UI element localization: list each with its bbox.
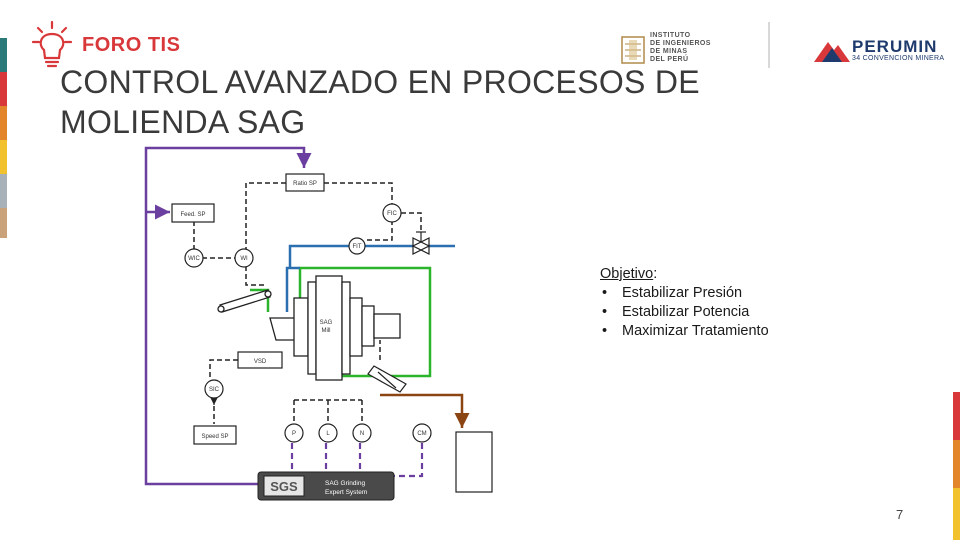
speed-sp-box — [193, 425, 237, 445]
wic-instrument — [184, 248, 204, 268]
objectives-heading-row: Objetivo: — [600, 266, 658, 282]
iim-crest-icon — [621, 36, 645, 64]
n-label: N — [360, 431, 364, 437]
vsd-box — [237, 351, 283, 369]
sump-box — [455, 431, 493, 493]
feed-sp-label: Feed. SP — [180, 212, 205, 218]
accent-stripe-gray — [0, 174, 7, 208]
slide-title-line: CONTROL AVANZADO EN PROCESOS DE — [60, 64, 700, 100]
slide-title-line: MOLIENDA SAG — [60, 104, 306, 140]
iim-line: DE INGENIEROS — [650, 40, 711, 47]
purple-dashed-lines — [290, 443, 424, 478]
expert-system-label-line1: SAG Grinding — [325, 480, 365, 487]
feed-conveyor — [217, 289, 272, 313]
p-instrument — [284, 423, 304, 443]
fit-label: FIT — [353, 244, 362, 250]
feed-sp-box — [171, 203, 215, 223]
iim-line: INSTITUTO — [650, 32, 691, 39]
accent-stripe-yellow — [0, 140, 7, 174]
accent-stripe-orange — [0, 106, 7, 140]
fic-label: FIC — [387, 211, 397, 217]
slide-title: CONTROL AVANZADO EN PROCESOS DE MOLIENDA… — [60, 62, 700, 142]
fic-instrument — [382, 203, 402, 223]
fit-instrument — [348, 237, 366, 255]
purple-loop-lines — [144, 146, 312, 486]
ratio-sp-label: Ratio SP — [293, 181, 317, 187]
right-stripe-yellow — [953, 488, 960, 540]
discharge-line — [380, 393, 470, 428]
objectives-block: Objetivo: Estabilizar Presión Estabiliza… — [600, 265, 769, 341]
objective-item: Estabilizar Potencia — [600, 303, 769, 322]
wi-instrument — [234, 248, 254, 268]
iim-line: DEL PERÚ — [650, 56, 689, 63]
expert-system-label-line2: Expert System — [325, 489, 367, 496]
page-number: 7 — [896, 507, 904, 522]
objective-item: Estabilizar Presión — [600, 284, 769, 303]
sic-label: SIC — [209, 387, 220, 393]
foro-tis-label: FORO TIS — [82, 34, 181, 56]
right-stripe-red — [953, 392, 960, 440]
sag-mill-label-line1: SAG — [320, 320, 333, 326]
logo-divider — [768, 22, 770, 68]
n-instrument — [352, 423, 372, 443]
vsd-label: VSD — [254, 359, 267, 365]
objectives-list: Estabilizar Presión Estabilizar Potencia… — [600, 284, 769, 341]
speed-sp-label: Speed SP — [201, 434, 228, 440]
accent-stripe-tan — [0, 208, 7, 238]
cm-instrument — [412, 423, 432, 443]
objectives-heading: Objetivo — [600, 266, 654, 282]
iim-logo-text: INSTITUTO DE INGENIEROS DE MINAS DEL PER… — [650, 32, 711, 64]
sag-mill-label-line2: Mill — [322, 328, 331, 334]
l-label: L — [326, 431, 330, 437]
wic-label: WIC — [188, 256, 200, 262]
l-instrument — [318, 423, 338, 443]
blue-lines — [285, 244, 455, 312]
perumin-subtitle: 34 CONVENCION MINERA — [852, 55, 945, 62]
ratio-sp-box — [285, 173, 325, 192]
sgs-logo-box — [263, 475, 305, 497]
discharge-screen — [367, 365, 407, 393]
perumin-mountain-icon — [814, 42, 850, 62]
wi-label: WI — [240, 256, 248, 262]
lightbulb-icon — [31, 20, 73, 68]
p-label: P — [292, 431, 296, 437]
perumin-name: PERUMIN — [852, 37, 938, 56]
water-valve-icon — [411, 231, 431, 255]
cm-label: CM — [417, 431, 426, 437]
right-stripe-orange — [953, 440, 960, 488]
accent-stripe-red — [0, 72, 7, 106]
sag-mill — [269, 275, 401, 381]
sgs-logo-text: SGS — [270, 479, 298, 494]
accent-stripe-teal — [0, 38, 7, 72]
iim-line: DE MINAS — [650, 48, 688, 55]
objective-item: Maximizar Tratamiento — [600, 322, 769, 341]
